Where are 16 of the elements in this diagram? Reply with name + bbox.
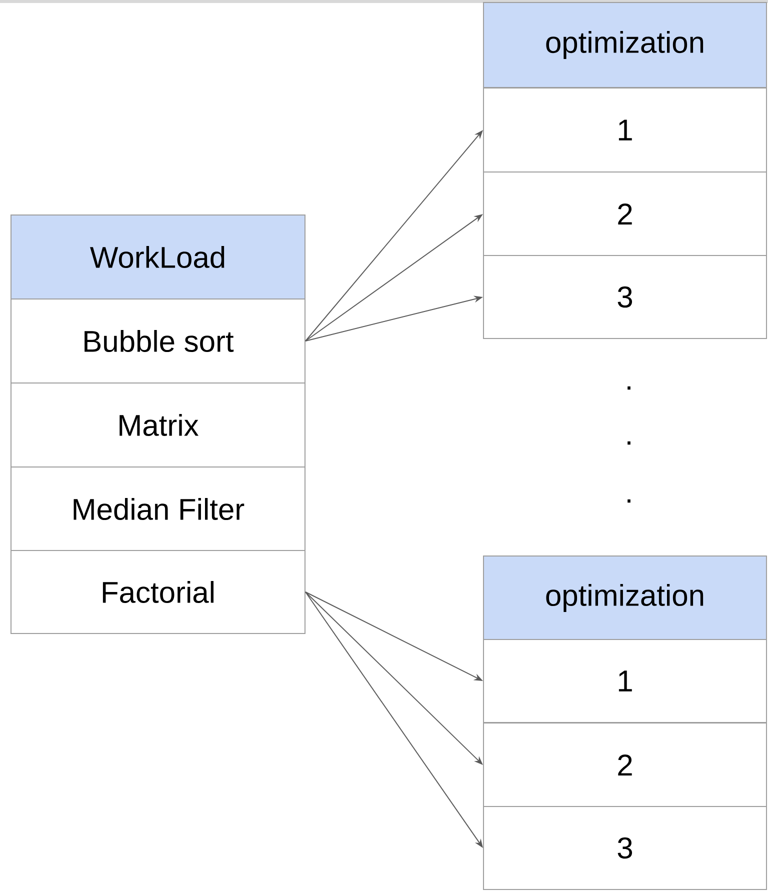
header-cell: WorkLoad	[10, 214, 306, 300]
header-cell: optimization	[483, 2, 767, 88]
table-cell: Median Filter	[10, 466, 306, 552]
table-cell: 2	[483, 722, 767, 808]
table-cell: 1	[483, 639, 767, 723]
table-cell: 2	[483, 172, 767, 256]
table-cell: 1	[483, 88, 767, 172]
table-cell: Bubble sort	[10, 298, 306, 384]
table-cell: Factorial	[10, 550, 306, 634]
ellipsis-dot: .	[628, 441, 630, 445]
header-cell: optimization	[483, 556, 767, 640]
ellipsis-dot: .	[628, 499, 630, 503]
table-cell: 3	[483, 255, 767, 339]
ellipsis-dot: .	[628, 386, 630, 390]
table-cell: 3	[483, 806, 767, 890]
table-cell: Matrix	[10, 382, 306, 468]
